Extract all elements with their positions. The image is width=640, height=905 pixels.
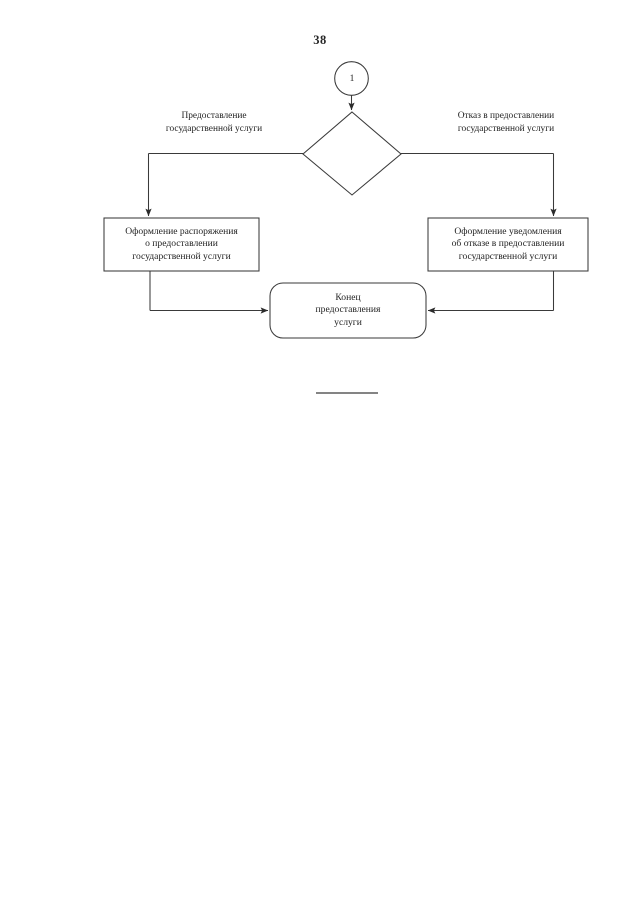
terminal-end-label: Конец предоставления услуги: [270, 283, 426, 338]
terminal-end-shape: [269, 282, 427, 339]
process-right-label: Оформление уведомления об отказе в предо…: [428, 218, 588, 271]
terminal-line-2: предоставления: [315, 304, 381, 316]
process-left-line-2: о предоставлении: [145, 238, 218, 250]
page-number: 38: [313, 33, 327, 47]
process-left-label: Оформление распоряжения о предоставлении…: [104, 218, 259, 271]
branch-label-provide-service: Предоставление государственной услуги: [124, 110, 304, 135]
decision-diamond-shape: [302, 111, 402, 196]
branch-no-line-2: государственной услуги: [457, 123, 555, 134]
connector-label-line-1: 1: [349, 73, 355, 84]
process-right-line-1: Оформление уведомления: [454, 225, 562, 237]
branch-yes-line-2: государственной услуги: [165, 123, 263, 134]
branch-label-refuse-service: Отказ в предоставлении государственной у…: [411, 110, 601, 135]
process-left-shape: [103, 217, 260, 272]
process-left-line-1: Оформление распоряжения: [125, 225, 238, 237]
process-right-line-2: об отказе в предоставлении: [451, 238, 565, 250]
process-left-line-3: государственной услуги: [132, 250, 231, 262]
connector-circle-label: 1: [335, 62, 369, 96]
terminal-line-1: Конец: [335, 291, 361, 303]
branch-no-line-1: Отказ в предоставлении: [457, 111, 555, 121]
process-right-shape: [427, 217, 589, 272]
process-right-line-3: государственной услуги: [458, 250, 558, 262]
branch-yes-line-1: Предоставление: [181, 111, 247, 121]
terminal-line-3: услуги: [334, 316, 362, 328]
